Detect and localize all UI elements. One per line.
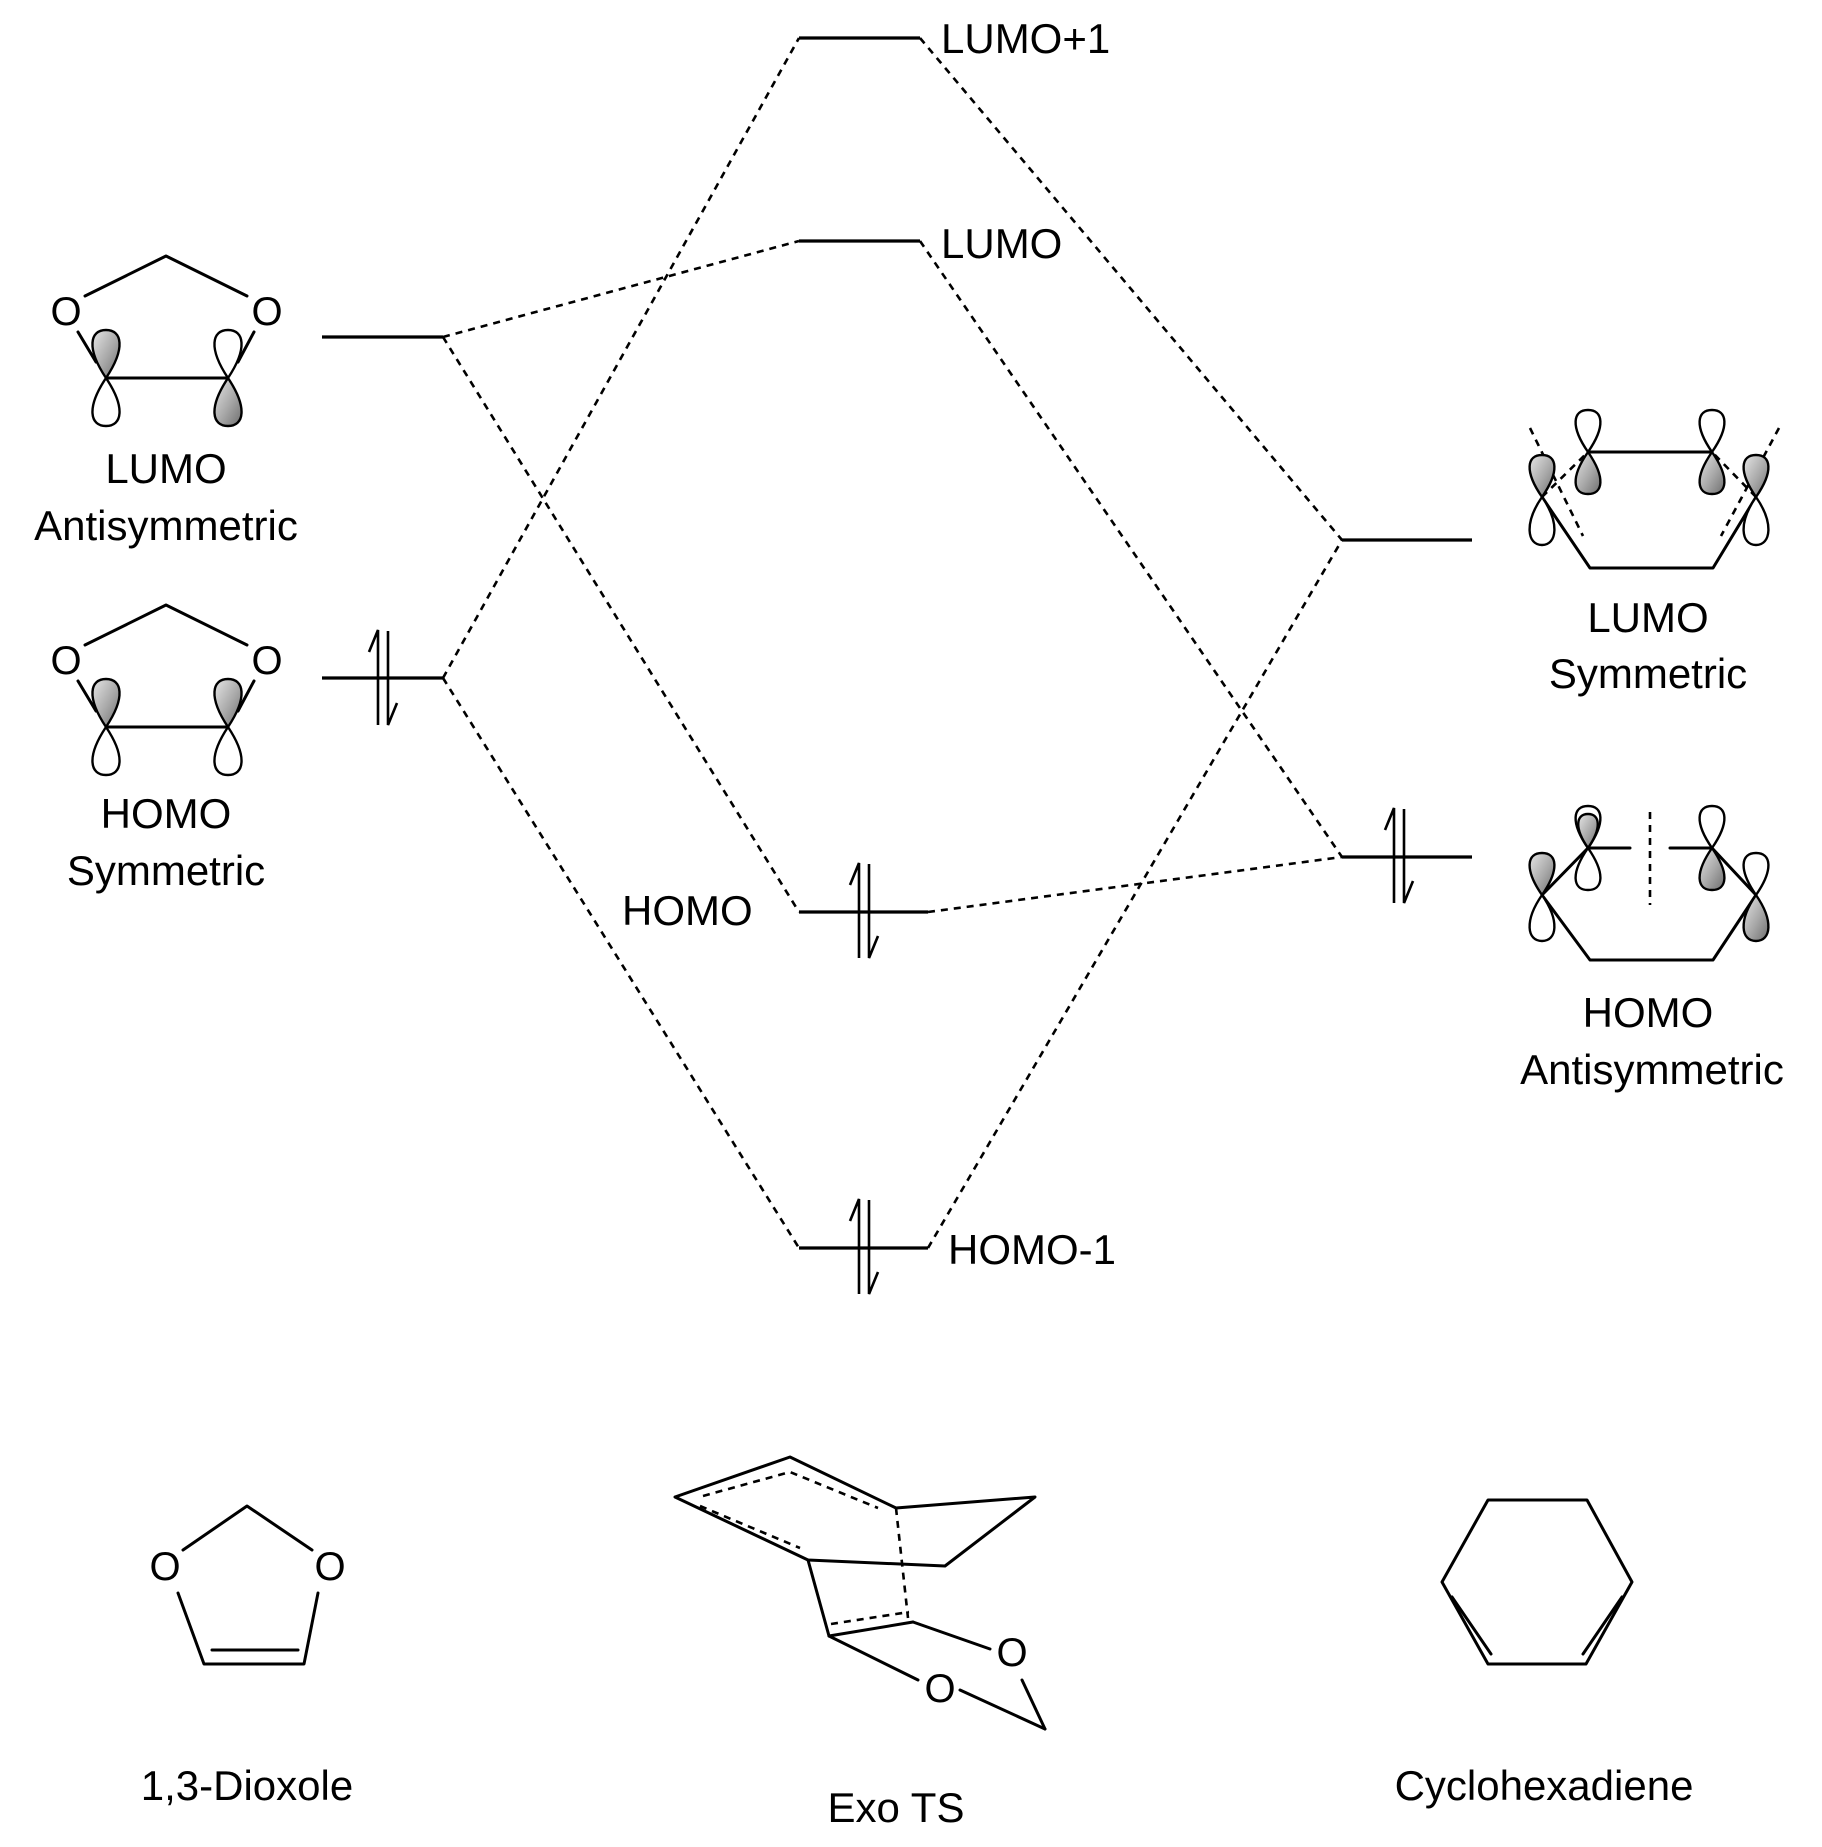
electron-pair-ts-homo [848,862,880,959]
p-lobe-shaded [91,328,121,381]
dioxole-homo-orbital: O O HOMO Symmetric [50,603,283,894]
structure-dioxole: O O 1,3-Dioxole [141,1504,353,1809]
p-lobe-open [1742,851,1770,898]
label-lumo: LUMO [941,220,1062,267]
p-lobe-open [1574,408,1602,455]
diene-homo-symmetry: Antisymmetric [1520,1046,1784,1093]
electron-pairs [367,629,1415,1295]
atom-o-left: O [149,1545,180,1589]
p-lobe-shaded [1528,453,1556,500]
p-lobe-shaded [1577,812,1599,851]
p-lobe-open [91,724,121,777]
p-lobe-open [1698,408,1726,455]
electron-pair-dioxole-homo [367,629,399,726]
atom-o-left: O [50,639,81,683]
p-lobe-shaded [1742,892,1770,943]
corr-homo-minus-1-to-diene-lumo [926,539,1344,1249]
atom-o-right: O [251,639,282,683]
diene-homo-title: HOMO [1583,989,1714,1036]
correlation-lines [441,37,1344,1249]
caption-exo-ts: Exo TS [828,1784,965,1831]
diene-homo-orbital: HOMO Antisymmetric [1520,804,1784,1093]
corr-dioxole-homo-to-homo-minus-1 [441,677,801,1249]
dioxole-lumo-title: LUMO [105,445,226,492]
label-homo-minus-1: HOMO-1 [948,1226,1116,1273]
diene-lumo-title: LUMO [1587,594,1708,641]
ts-levels [799,36,928,1250]
caption-dioxole: 1,3-Dioxole [141,1762,353,1809]
label-homo: HOMO [622,887,753,934]
p-lobe-shaded [213,677,243,730]
dioxole-homo-symmetry: Symmetric [67,847,265,894]
atom-o-lower: O [924,1667,955,1711]
p-lobe-open [91,375,121,428]
p-lobe-shaded [1574,449,1602,496]
dioxole-homo-title: HOMO [101,790,232,837]
structure-exo-ts: O O Exo TS [673,1455,1047,1831]
dioxole-lumo-symmetry: Antisymmetric [34,502,298,549]
corr-lumo-to-diene-homo [918,240,1344,858]
corr-lumo-plus-1-to-diene-lumo [919,37,1343,541]
atom-o-right: O [314,1545,345,1589]
diene-lumo-orbital: LUMO Symmetric [1528,408,1781,697]
corr-homo-to-diene-homo [927,855,1343,914]
p-lobe-shaded [213,375,243,428]
p-lobe-open [1742,494,1770,547]
atom-o-left: O [50,290,81,334]
p-lobe-open [1698,804,1726,851]
p-lobe-shaded [1698,845,1726,892]
fragment-levels [322,335,1472,859]
atom-o-right: O [251,290,282,334]
electron-pair-diene-homo [1383,807,1415,904]
p-lobe-shaded [1742,453,1770,500]
p-lobe-open [1528,494,1556,547]
diene-lumo-symmetry: Symmetric [1549,650,1747,697]
p-lobe-shaded [1698,449,1726,496]
label-lumo-plus-1: LUMO+1 [941,15,1110,62]
p-lobe-open [1574,845,1602,892]
p-lobe-open [213,328,243,381]
structure-cyclohexadiene: Cyclohexadiene [1395,1498,1694,1809]
corr-dioxole-lumo-to-homo [441,336,801,913]
p-lobe-open [213,724,243,777]
p-lobe-shaded [1528,851,1556,898]
corr-dioxole-homo-to-lumo-plus-1 [441,37,801,679]
electron-pair-ts-homo-minus-1 [848,1198,880,1295]
p-lobe-shaded [91,677,121,730]
atom-o-upper: O [996,1631,1027,1675]
caption-cyclohexadiene: Cyclohexadiene [1395,1762,1694,1809]
p-lobe-open [1528,892,1556,943]
corr-dioxole-lumo-to-lumo [442,239,800,339]
dioxole-lumo-orbital: O O LUMO Antisymmetric [34,254,298,549]
